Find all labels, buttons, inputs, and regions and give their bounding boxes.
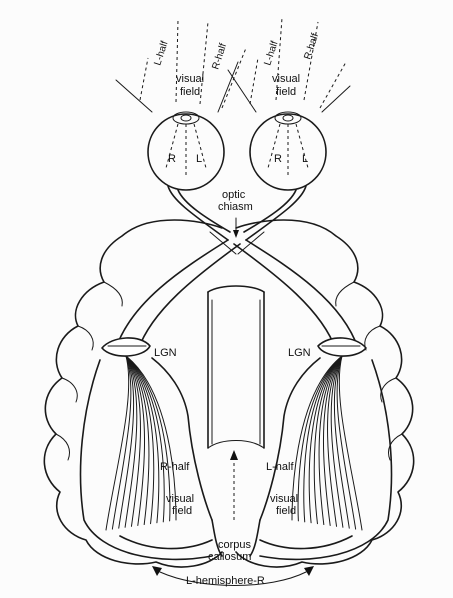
optic-label: optic xyxy=(222,189,246,201)
left-field-label: field xyxy=(180,86,200,98)
right-visual-label: visual xyxy=(272,73,300,85)
radiation-fiber xyxy=(111,355,132,530)
right-eye-rhalf-label: R-half xyxy=(302,32,321,61)
brain-outline xyxy=(43,219,415,568)
radiation-fiber xyxy=(125,355,150,526)
cortex-right-visual-label: visual xyxy=(270,493,298,505)
left-visual-field-lines xyxy=(115,19,247,113)
left-retina-l-label: L xyxy=(196,153,202,165)
cortex-left-half-label: R-half xyxy=(160,461,190,473)
radiation-fiber xyxy=(338,355,363,531)
right-retina-r-label: R xyxy=(274,153,282,165)
cortex-right-half-label: L-half xyxy=(266,461,294,473)
radiation-fiber xyxy=(118,355,135,529)
corpus-label: corpus xyxy=(218,539,252,551)
left-visual-cortex xyxy=(79,357,213,561)
radiation-fiber xyxy=(327,355,343,527)
right-eye xyxy=(249,111,327,191)
left-retina-r-label: R xyxy=(168,153,176,165)
lgn-right xyxy=(317,337,367,357)
radiation-fiber xyxy=(125,355,165,523)
hemisphere-arrow xyxy=(152,566,314,586)
radiation-fiber xyxy=(313,355,343,525)
radiation-fiber xyxy=(291,355,343,521)
left-eye-lhalf-label: L-half xyxy=(152,40,170,67)
right-visual-field-lines xyxy=(227,17,351,113)
lgn-left xyxy=(101,337,151,357)
right-eye-lhalf-label: L-half xyxy=(262,40,280,67)
lgn-right-label: LGN xyxy=(288,347,311,359)
hemisphere-label: L-hemisphere-R xyxy=(186,575,265,587)
radiation-fiber xyxy=(330,355,344,528)
cortex-right-field-label: field xyxy=(276,505,296,517)
radiation-fiber xyxy=(297,355,343,522)
chiasm-arrow xyxy=(233,217,239,238)
radiation-fiber xyxy=(318,355,343,526)
radiation-fiber xyxy=(125,355,141,527)
right-visual-cortex xyxy=(259,357,393,561)
radiation-fiber xyxy=(308,355,343,524)
chiasm-label: chiasm xyxy=(218,201,253,213)
radiation-fiber xyxy=(125,355,146,526)
right-optic-radiations xyxy=(291,355,363,531)
radiation-fiber xyxy=(303,355,343,523)
corpus-callosum-column xyxy=(207,285,265,449)
right-field-label: field xyxy=(276,86,296,98)
lgn-left-label: LGN xyxy=(154,347,177,359)
radiation-fiber xyxy=(124,355,138,528)
radiation-fiber xyxy=(333,355,350,529)
radiation-fiber xyxy=(105,355,130,531)
callosum-label: callosum xyxy=(208,551,251,563)
radiation-fiber xyxy=(125,355,160,524)
optic-tracts xyxy=(115,231,359,351)
cortex-left-visual-label: visual xyxy=(166,493,194,505)
radiation-fiber xyxy=(125,355,171,522)
left-eye-rhalf-label: R-half xyxy=(210,42,229,71)
left-optic-radiations xyxy=(105,355,177,531)
cortex-left-field-label: field xyxy=(172,505,192,517)
right-retina-l-label: L xyxy=(302,153,308,165)
radiation-fiber xyxy=(125,355,155,525)
radiation-fiber xyxy=(125,355,177,521)
radiation-fiber xyxy=(322,355,343,526)
radiation-fiber xyxy=(336,355,357,530)
left-visual-label: visual xyxy=(176,73,204,85)
optic-nerves xyxy=(167,185,307,241)
callosum-arrow xyxy=(230,450,238,520)
left-eye xyxy=(147,111,225,191)
midline-divider xyxy=(211,519,261,557)
